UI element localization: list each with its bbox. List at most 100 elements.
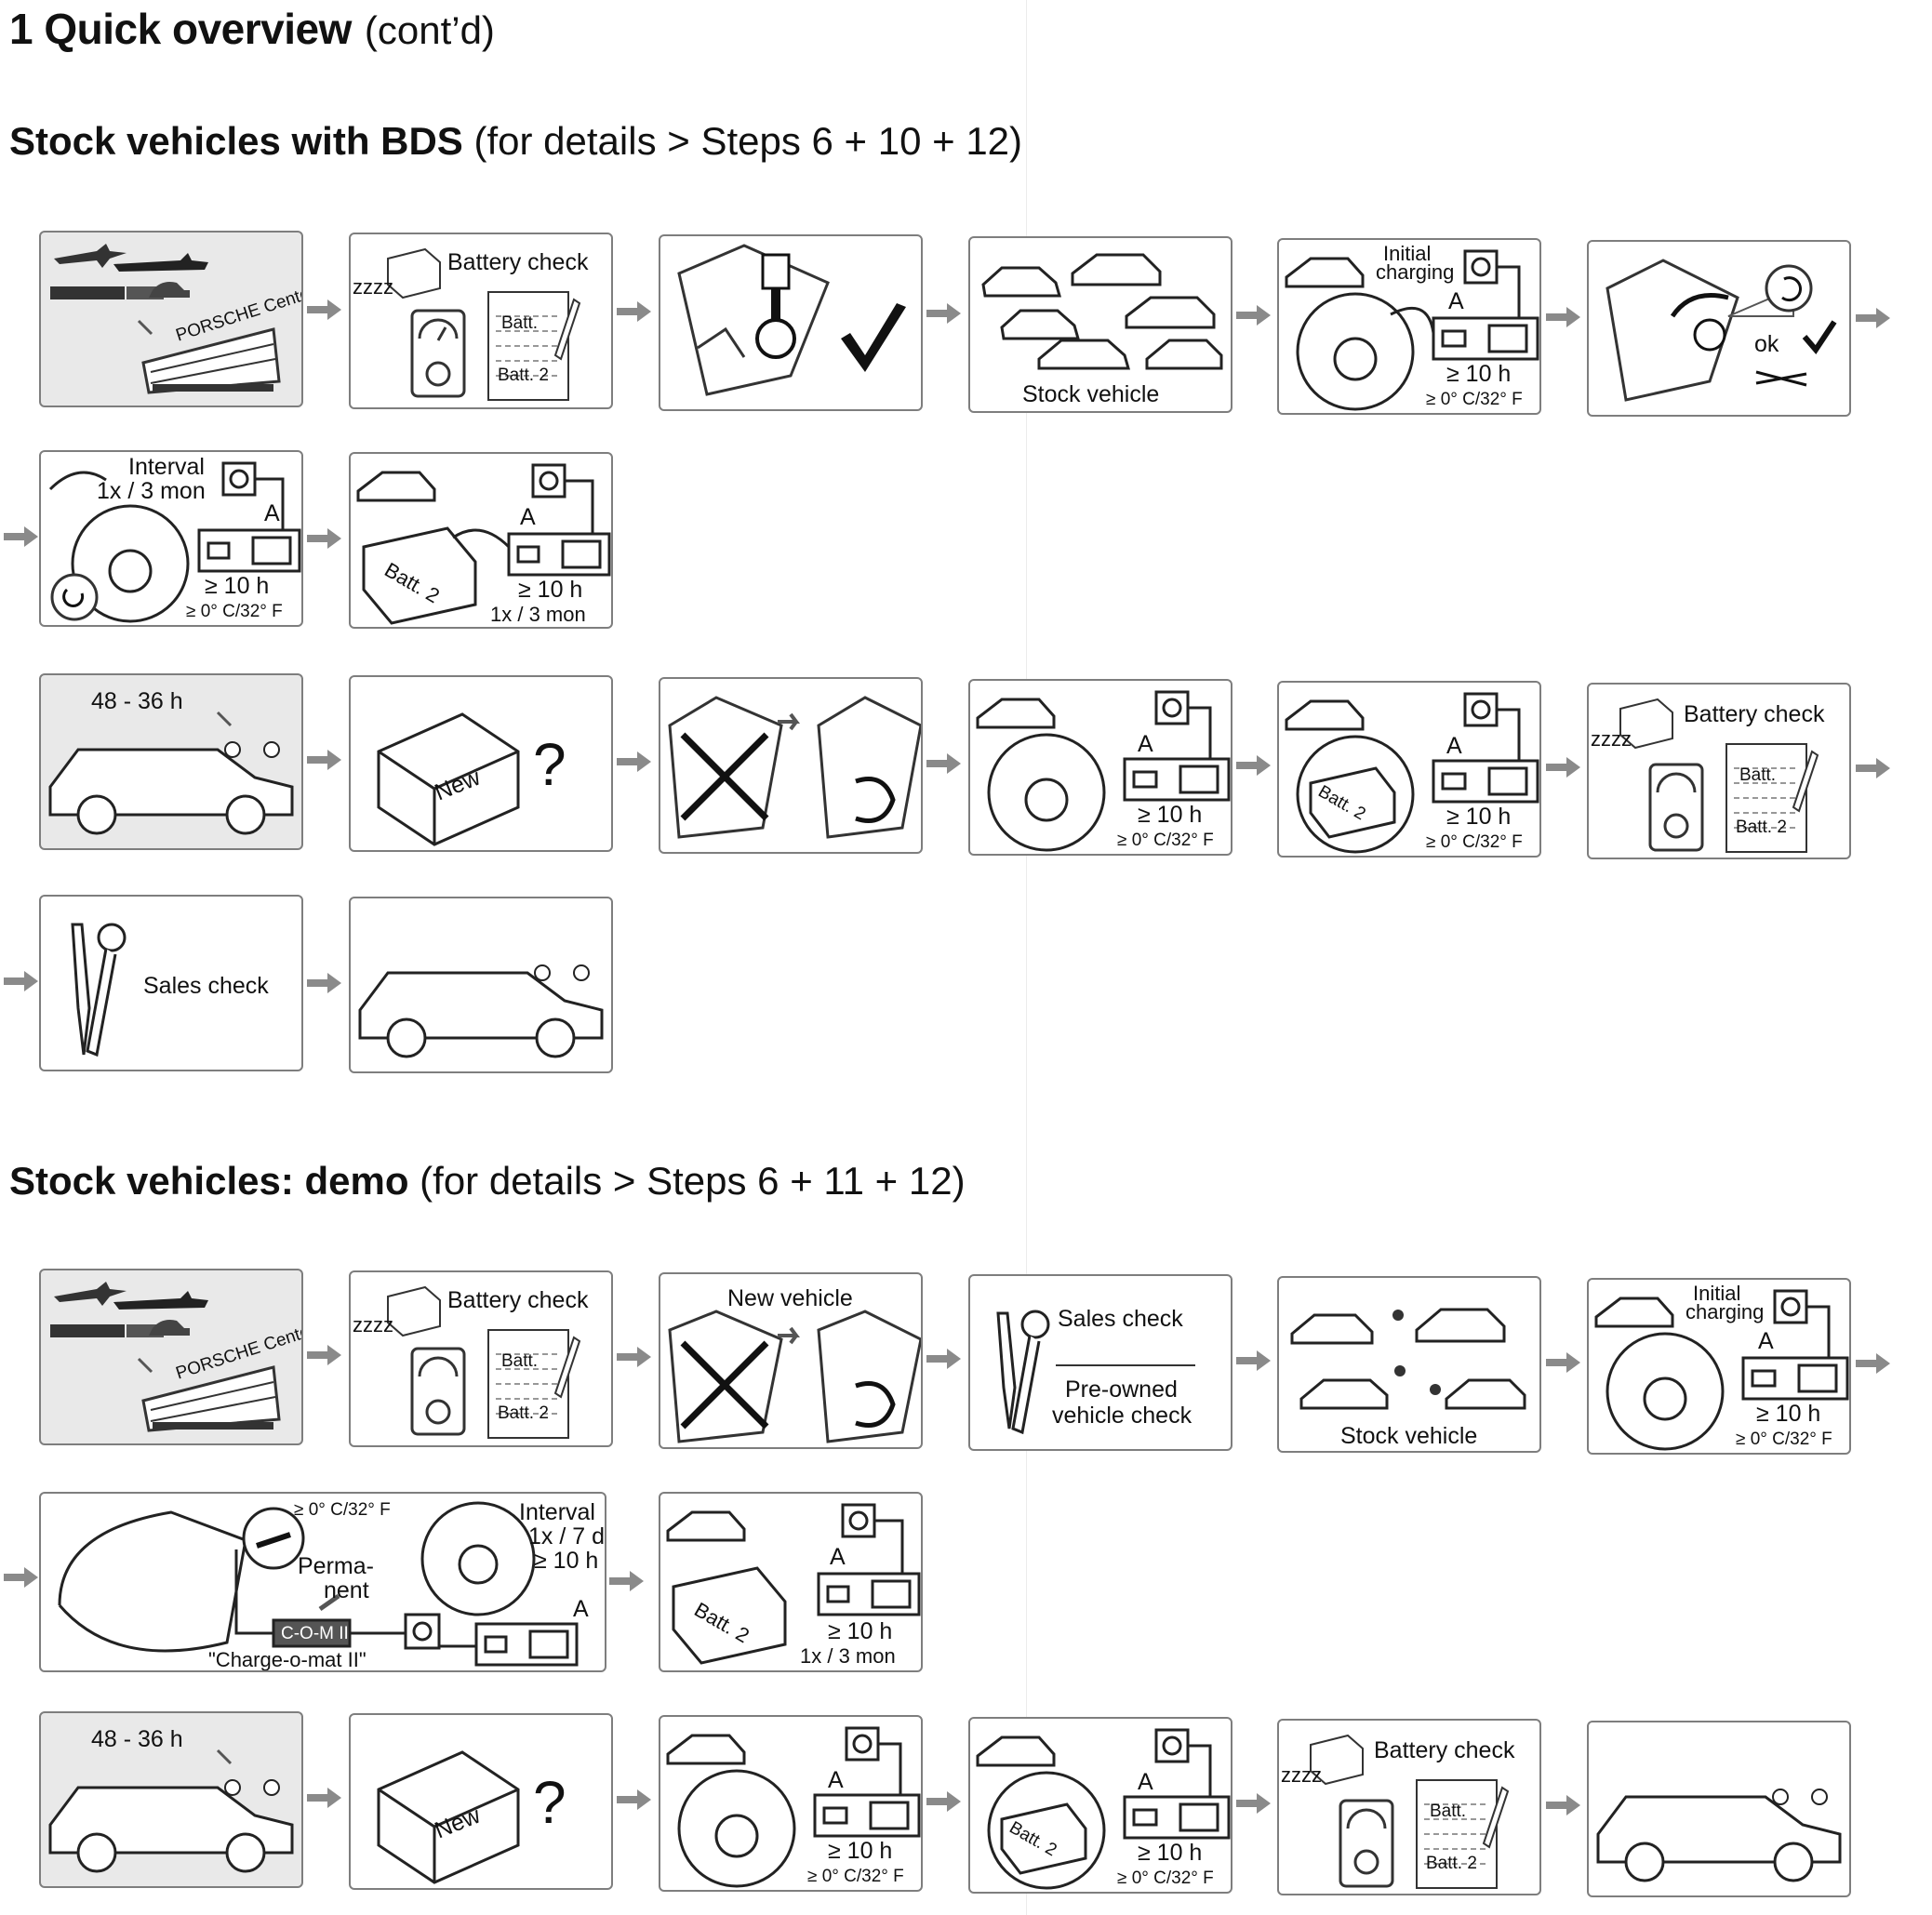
sleep-zzzz: zzzz [1591, 727, 1632, 751]
amp-label: A [828, 1767, 844, 1793]
checklist-batt2: Batt. 2 [1736, 818, 1787, 837]
panel-new-vehicle: New vehicle [659, 1272, 923, 1449]
stock-vehicle-group-illustration [981, 253, 1223, 370]
pre-owned-label-2: vehicle check [1052, 1403, 1193, 1429]
flow-arrow-icon [307, 750, 341, 770]
panel-handover-48-36h-2: 48 - 36 h [39, 1711, 303, 1888]
interval-frequency-label: 1x / 3 mon [800, 1644, 896, 1668]
flow-arrow-icon [617, 1347, 651, 1367]
amp-label: A [1138, 1769, 1153, 1795]
charging-label-1: charging [1376, 260, 1455, 284]
duration-label: ≥ 10 h [205, 573, 270, 599]
flow-arrow-icon [926, 753, 961, 774]
section-heading-bds: Stock vehicles with BDS (for details > S… [9, 119, 1022, 164]
amp-label: A [1448, 288, 1464, 314]
panel-handover-2 [1587, 1721, 1851, 1897]
flow-arrow-icon [1856, 758, 1890, 778]
time-window-label: 48 - 36 h [91, 1726, 183, 1752]
panel-battery-check-4: Battery check zzzz Batt. Batt. 2 [1277, 1719, 1541, 1895]
battery-check-label: Battery check [1684, 701, 1825, 727]
interval-frequency-label: 1x / 3 mon [490, 603, 586, 626]
panel-disconnect-ok: ok [1587, 240, 1851, 417]
batt2-charger-illustration [666, 1503, 921, 1665]
panel-battery-check-1: Battery check zzzz Batt. Batt. 2 [349, 233, 613, 409]
stock-vehicle-group-illustration [1290, 1308, 1526, 1410]
suv-handover-illustration [48, 711, 294, 835]
amp-label: A [520, 504, 536, 530]
panel-batt2-charging-2: A Batt. 2 ≥ 10 h ≥ 0° C/32° F [1277, 681, 1541, 858]
transport-illustration [50, 244, 281, 394]
suv-handover-illustration [1596, 1789, 1842, 1882]
flow-arrow-icon [617, 751, 651, 772]
checklist-batt2: Batt. 2 [1426, 1854, 1477, 1873]
duration-label: ≥ 10 h [518, 577, 583, 603]
question-mark: ? [533, 731, 566, 798]
flow-arrow-icon [1546, 757, 1580, 778]
section-heading-bds-bold: Stock vehicles with BDS [9, 119, 463, 163]
flow-arrow-icon [617, 301, 651, 322]
flow-arrow-icon [4, 1567, 38, 1588]
panel-batt2-charging-1: A Batt. 2 ≥ 10 h 1x / 3 mon [349, 452, 613, 629]
charger-illustration [976, 690, 1231, 852]
panel-new-battery-1: New ? [349, 675, 613, 852]
panel-new-battery-2: New ? [349, 1713, 613, 1890]
amp-label: A [830, 1544, 846, 1570]
flow-arrow-icon [1546, 1352, 1580, 1373]
amp-label: A [1758, 1328, 1774, 1354]
stock-vehicle-label: Stock vehicle [1022, 381, 1160, 407]
sleep-zzzz: zzzz [353, 1313, 393, 1337]
duration-label: ≥ 10 h [1756, 1401, 1821, 1427]
flow-arrow-icon [307, 973, 341, 993]
panel-charge-o-mat: ≥ 0° C/32° F Perma- nent C-O-M II "Charg… [39, 1492, 606, 1672]
flow-arrow-icon [307, 1345, 341, 1365]
flow-arrow-icon [926, 303, 961, 324]
new-vehicle-label: New vehicle [727, 1285, 853, 1311]
battery-check-label: Battery check [1374, 1737, 1515, 1763]
amp-label: A [1138, 731, 1153, 757]
new-battery-illustration [377, 1750, 520, 1884]
initial-label-1: Initial [1383, 242, 1432, 265]
suv-handover-illustration [48, 1749, 294, 1873]
panel-battery-check-2: Battery check zzzz Batt. Batt. 2 [1587, 683, 1851, 859]
flow-arrow-icon [1236, 1793, 1271, 1814]
engine-checkmark-illustration [677, 244, 906, 396]
section-heading-demo-bold: Stock vehicles: demo [9, 1159, 409, 1203]
panel-stock-vehicles-2: Stock vehicle [1277, 1276, 1541, 1453]
panel-initial-charging-1: Initial charging A ≥ 10 h ≥ 0° C/32° F [1277, 238, 1541, 415]
disconnect-cross-illustration [668, 696, 921, 839]
panel-transport-to-center: PORSCHE Center [39, 231, 303, 407]
checklist-batt: Batt. [501, 1351, 539, 1371]
temperature-label: ≥ 0° C/32° F [807, 1867, 904, 1886]
panel-handover-1 [349, 897, 613, 1073]
disconnect-cross-illustration [668, 1310, 921, 1443]
suv-handover-illustration [358, 964, 604, 1058]
tools-illustration [71, 923, 127, 1057]
sales-check-label: Sales check [1058, 1306, 1183, 1332]
initial-label-2: Initial [1693, 1282, 1741, 1305]
stock-vehicle-label: Stock vehicle [1340, 1423, 1478, 1449]
interval-charging-illustration [48, 461, 301, 623]
duration-label: ≥ 10 h [1138, 1840, 1203, 1866]
flow-arrow-icon [617, 1789, 651, 1810]
temperature-label: ≥ 0° C/32° F [1426, 832, 1523, 852]
com-device-label: C-O-M II [281, 1624, 349, 1643]
tools-illustration [996, 1310, 1195, 1435]
flow-arrow-icon [4, 526, 38, 547]
batt2-charger-illustration [976, 1728, 1231, 1890]
interval-label: Interval [519, 1499, 595, 1525]
flow-arrow-icon [307, 299, 341, 320]
section-heading-demo-details: (for details > Steps 6 + 11 + 12) [420, 1159, 966, 1203]
panel-sales-preowned-check: Sales check Pre-owned vehicle check [968, 1274, 1232, 1451]
charger-illustration [666, 1726, 921, 1888]
flow-arrow-icon [1546, 1795, 1580, 1815]
checklist-batt: Batt. [1739, 765, 1777, 785]
battery-check-illustration [1310, 1734, 1510, 1889]
ok-label: ok [1754, 331, 1779, 357]
temperature-label: ≥ 0° C/32° F [1117, 1868, 1214, 1888]
page-fold-divider [1026, 0, 1027, 1915]
panel-interval-charging: Interval 1x / 3 mon A ≥ 10 h ≥ 0° C/32° … [39, 450, 303, 627]
flow-arrow-icon [1236, 1350, 1271, 1371]
flow-arrow-icon [307, 528, 341, 549]
sleep-zzzz: zzzz [353, 275, 393, 299]
flow-arrow-icon [926, 1791, 961, 1812]
